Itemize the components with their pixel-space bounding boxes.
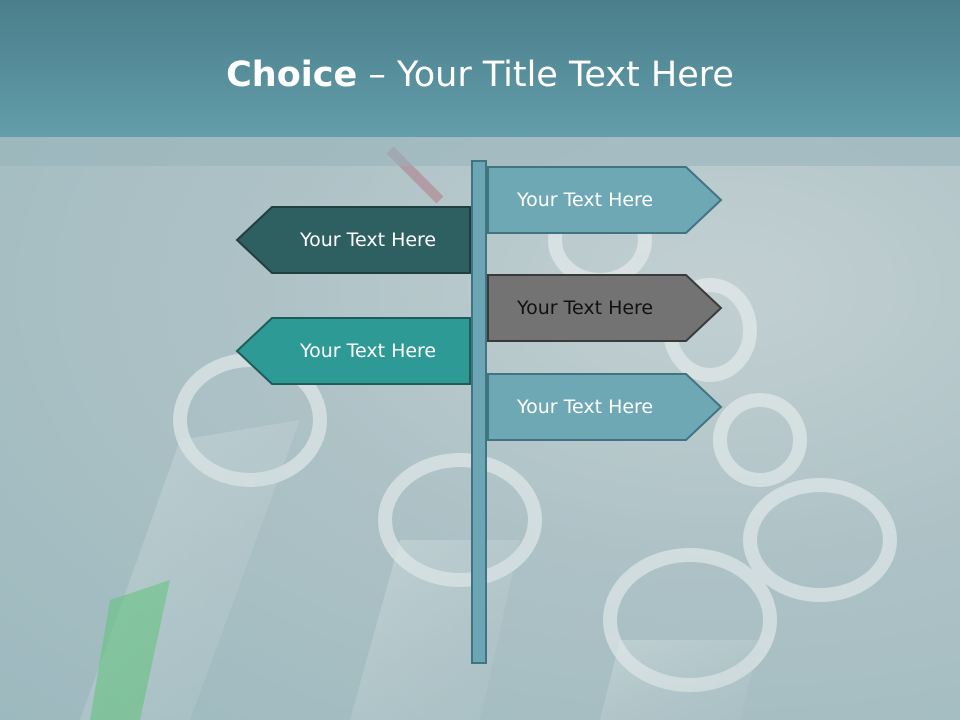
arrow-left-shape [235,206,471,274]
sign-label: Your Text Here [517,297,654,319]
title-rest: – Your Title Text Here [357,55,734,95]
sign-label: Your Text Here [517,189,654,211]
signpost-pole [471,160,487,664]
arrow-right-shape [487,166,723,234]
arrow-right-shape [487,373,723,441]
title-bar [0,0,960,137]
sign-left-lower[interactable]: Your Text Here [235,317,471,385]
sign-right-bottom[interactable]: Your Text Here [487,373,723,441]
sign-right-middle[interactable]: Your Text Here [487,274,723,342]
sign-left-upper[interactable]: Your Text Here [235,206,471,274]
sign-label: Your Text Here [300,340,437,362]
arrow-right-shape [487,274,723,342]
sign-label: Your Text Here [517,396,654,418]
slide-title: Choice – Your Title Text Here [0,52,960,98]
title-bold: Choice [226,55,358,95]
sign-label: Your Text Here [300,229,437,251]
arrow-left-shape [235,317,471,385]
sign-right-top[interactable]: Your Text Here [487,166,723,234]
